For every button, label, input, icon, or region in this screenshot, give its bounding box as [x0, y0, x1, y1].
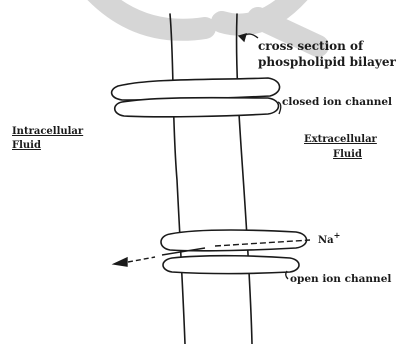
cross-section-label: cross section of [258, 39, 364, 53]
open-ion-channel-label: open ion channel [290, 273, 391, 285]
open-channel-bottom-bar [163, 256, 299, 274]
phospholipid-bilayer [170, 14, 252, 344]
intracellular-fluid-label: Fluid [12, 140, 41, 151]
intracellular-label: Intracellular [12, 126, 84, 137]
sodium-ion-label: Na+ [318, 230, 340, 246]
closed-channel-top-bar [112, 78, 280, 100]
open-channel-top-bar [161, 230, 307, 251]
sodium-ion-symbol: Na [318, 235, 334, 246]
closed-ion-channel [112, 78, 280, 117]
extracellular-label: Extracellular [304, 134, 378, 145]
membrane-left-line [170, 14, 185, 344]
sodium-ion-charge: + [334, 230, 341, 240]
membrane-right-line [237, 14, 252, 344]
closed-ion-channel-label: closed ion channel [282, 96, 392, 108]
phospholipid-bilayer-label: phospholipid bilayer [258, 55, 397, 69]
extracellular-fluid-label: Fluid [333, 149, 362, 160]
closed-channel-bottom-bar [115, 98, 279, 117]
